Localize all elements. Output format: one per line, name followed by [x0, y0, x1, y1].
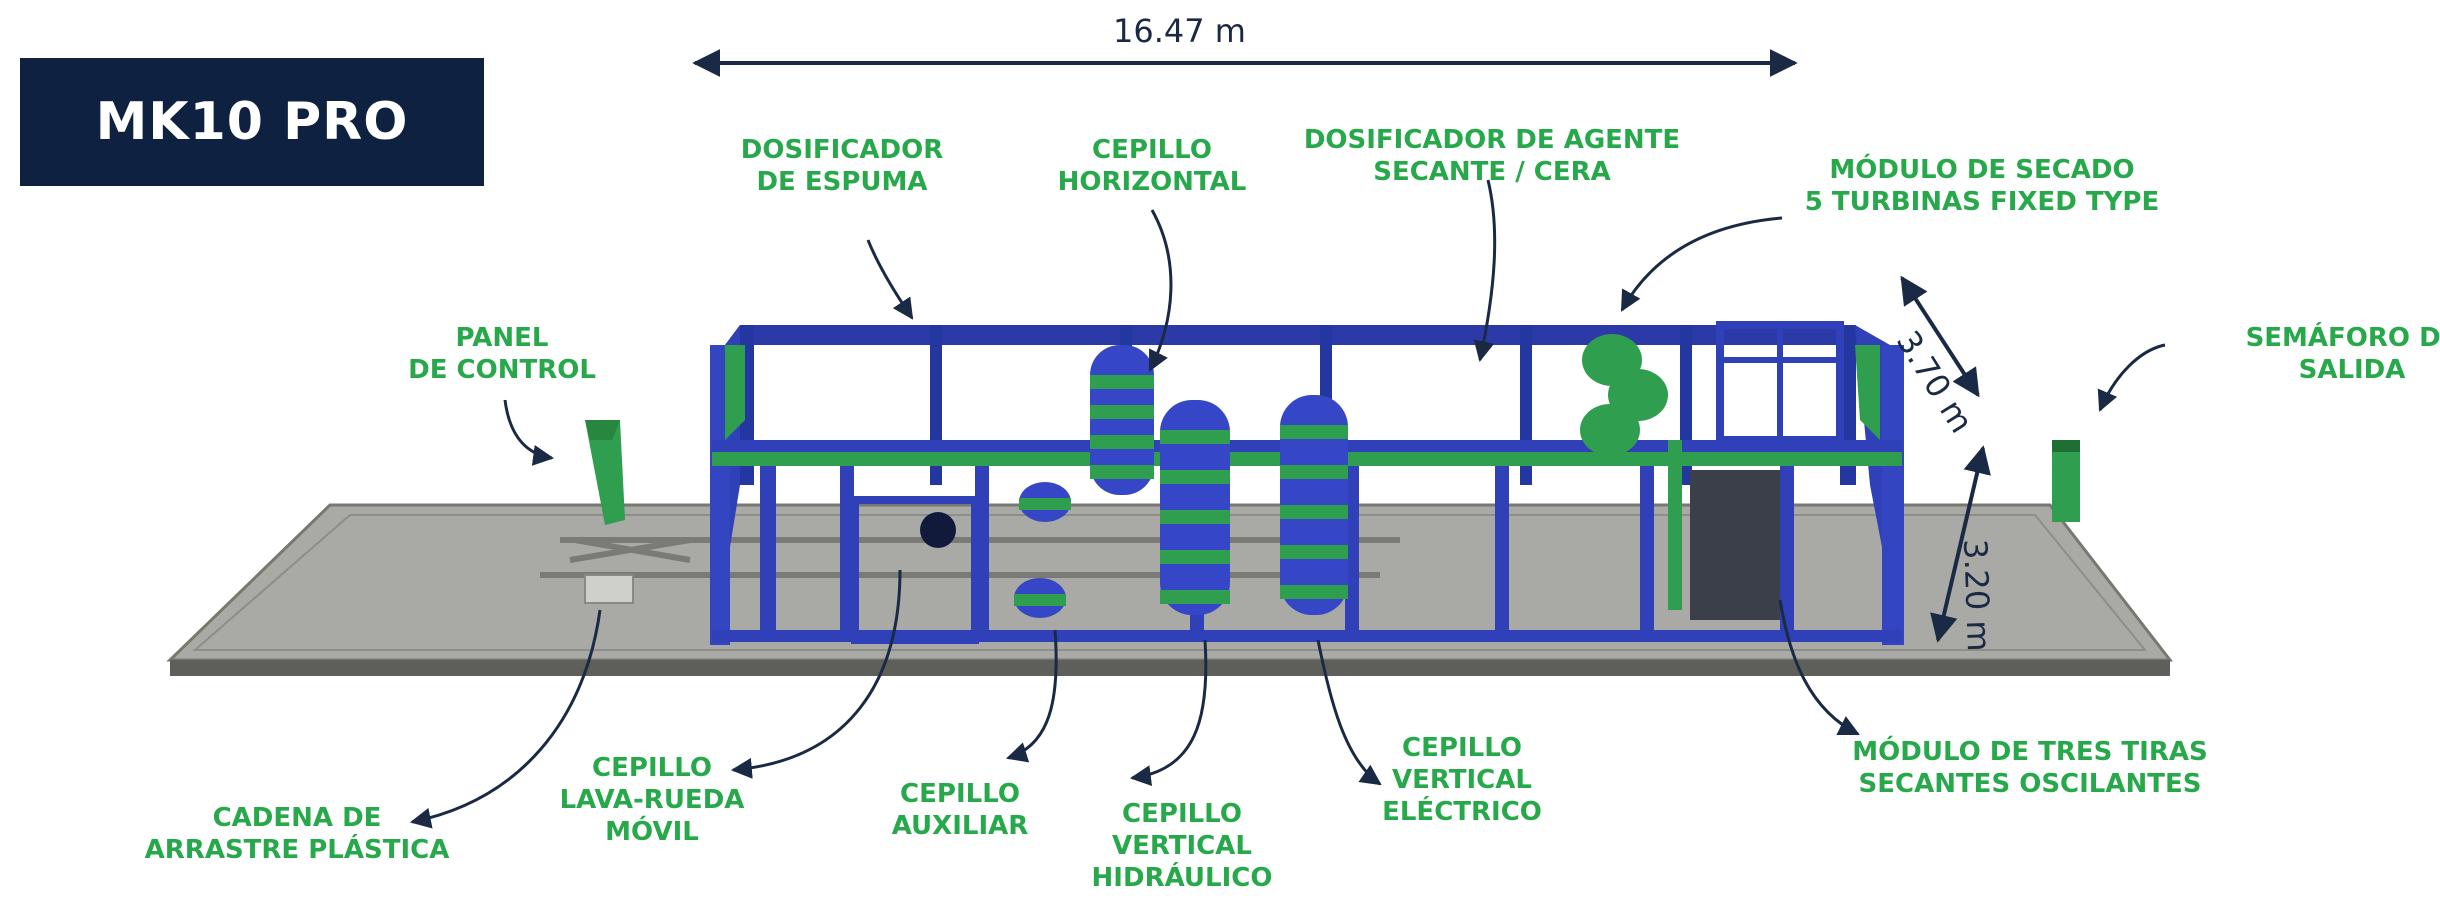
label-line: AUXILIAR	[891, 811, 1029, 841]
label-line: CEPILLO	[592, 753, 712, 783]
label-panel-control: PANEL DE CONTROL	[408, 322, 596, 386]
label-modulo-tiras: MÓDULO DE TRES TIRAS SECANTES OSCILANTES	[1852, 736, 2207, 800]
label-line: LAVA-RUEDA	[559, 785, 745, 815]
length-label: 16.47 m	[1113, 12, 1246, 50]
label-line: VERTICAL	[1392, 765, 1532, 795]
control-panel	[585, 420, 625, 525]
label-line: SALIDA	[2298, 355, 2406, 385]
horizontal-brush	[1090, 345, 1154, 495]
label-line: MÓDULO DE SECADO	[1829, 155, 2135, 185]
label-line: DE CONTROL	[408, 355, 596, 385]
label-cepillo-vertical-electrico: CEPILLO VERTICAL ELÉCTRICO	[1382, 732, 1542, 828]
label-line: ARRASTRE PLÁSTICA	[144, 835, 450, 865]
leader-lines	[409, 179, 2166, 829]
auxiliary-brush	[1014, 482, 1071, 618]
label-dosificador-espuma: DOSIFICADOR DE ESPUMA	[741, 134, 943, 198]
width-label: 3.20 m	[1956, 538, 1998, 653]
chain-plate	[584, 574, 634, 604]
label-line: ELÉCTRICO	[1382, 797, 1542, 827]
label-line: MÓVIL	[605, 817, 699, 847]
label-line: PANEL	[455, 323, 549, 353]
label-cepillo-horizontal: CEPILLO HORIZONTAL	[1058, 134, 1247, 198]
title-banner: MK10 PRO	[20, 58, 484, 186]
vertical-electric-brush	[1280, 395, 1348, 615]
height-dimension-arrow	[1900, 275, 1980, 398]
label-line: SECANTES OSCILANTES	[1858, 769, 2202, 799]
label-cepillo-vertical-hidraulico: CEPILLO VERTICAL HIDRÁULICO	[1092, 798, 1273, 894]
label-line: MÓDULO DE TRES TIRAS	[1852, 737, 2208, 767]
drying-module	[1580, 321, 1844, 620]
label-cadena-arrastre: CADENA DE ARRASTRE PLÁSTICA	[145, 802, 450, 866]
label-line: HIDRÁULICO	[1091, 863, 1273, 893]
label-line: CEPILLO	[1122, 799, 1242, 829]
label-line: DE ESPUMA	[756, 167, 928, 197]
label-line: CEPILLO	[1092, 135, 1212, 165]
label-line: DOSIFICADOR	[740, 135, 944, 165]
label-cepillo-lava-rueda: CEPILLO LAVA-RUEDA MÓVIL	[560, 752, 745, 848]
label-line: DOSIFICADOR DE AGENTE	[1303, 125, 1681, 155]
label-line: CEPILLO	[1402, 733, 1522, 763]
label-line: SEMÁFORO DE	[2245, 323, 2440, 353]
label-line: HORIZONTAL	[1057, 167, 1247, 197]
label-semaforo-salida: SEMÁFORO DE SALIDA	[2246, 322, 2440, 386]
label-dosificador-agente: DOSIFICADOR DE AGENTE SECANTE / CERA	[1304, 124, 1680, 188]
product-title: MK10 PRO	[95, 92, 409, 152]
wheel-washer	[920, 512, 956, 548]
brushes	[920, 345, 1348, 618]
label-line: 5 TURBINAS FIXED TYPE	[1804, 187, 2160, 217]
label-line: VERTICAL	[1112, 831, 1252, 861]
label-modulo-secado: MÓDULO DE SECADO 5 TURBINAS FIXED TYPE	[1805, 154, 2159, 218]
width-dimension-arrow	[1930, 445, 1991, 643]
label-line: SECANTE / CERA	[1373, 157, 1611, 187]
label-line: CEPILLO	[900, 779, 1020, 809]
vertical-hydraulic-brush	[1160, 400, 1230, 615]
exit-semaphore	[2052, 440, 2080, 522]
label-line: CADENA DE	[212, 803, 382, 833]
label-cepillo-auxiliar: CEPILLO AUXILIAR	[892, 778, 1029, 842]
